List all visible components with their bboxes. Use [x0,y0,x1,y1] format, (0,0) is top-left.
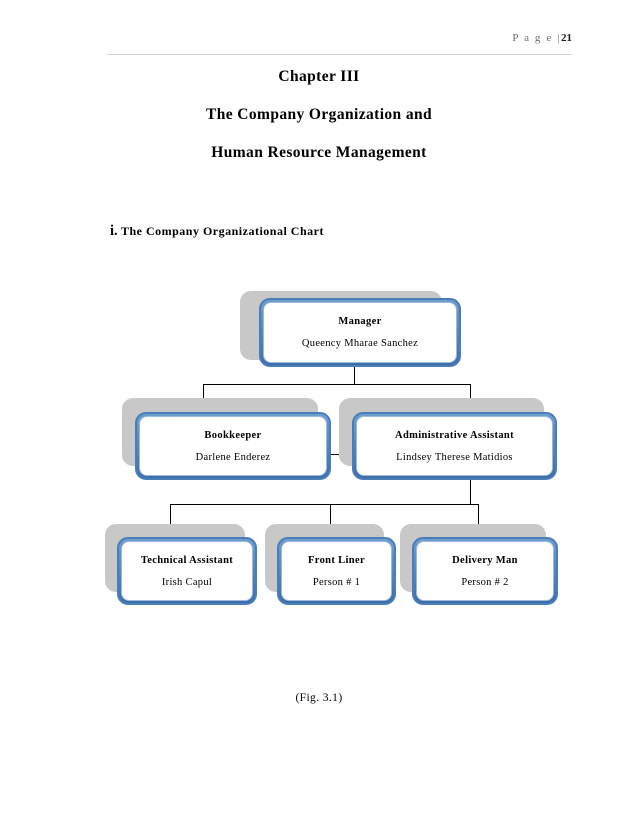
header-divider [107,54,572,55]
org-node-front-liner[interactable]: Front Liner Person # 1 [265,524,396,605]
connector-manager-stem [354,366,355,385]
node-box[interactable]: Bookkeeper Darlene Enderez [135,412,331,480]
org-node-delivery-man[interactable]: Delivery Man Person # 2 [400,524,558,605]
section-heading-text: The Company Organizational Chart [120,224,324,238]
node-inner: Front Liner Person # 1 [281,541,392,601]
node-person: Darlene Enderez [195,451,271,463]
connector-to-delivery-man [478,504,479,538]
chapter-title: Chapter III [278,68,360,85]
node-title: Technical Assistant [140,554,234,566]
section-heading: i. The Company Organizational Chart [110,223,324,240]
node-inner: Administrative Assistant Lindsey Therese… [356,416,553,476]
node-title: Delivery Man [452,554,518,566]
node-person: Lindsey Therese Matidios [396,451,513,463]
org-node-manager[interactable]: Manager Queency Mharae Sanchez [240,291,461,367]
node-inner: Technical Assistant Irish Capul [121,541,253,601]
node-box[interactable]: Manager Queency Mharae Sanchez [259,298,461,367]
org-node-administrative-assistant[interactable]: Administrative Assistant Lindsey Therese… [339,398,557,480]
node-box[interactable]: Administrative Assistant Lindsey Therese… [352,412,557,480]
node-person: Irish Capul [161,576,213,588]
node-title: Administrative Assistant [395,429,514,441]
node-title: Bookkeeper [204,429,262,441]
page-number-label: P a g e |21 [512,32,572,44]
document-title-line-2: Human Resource Management [211,144,427,161]
node-person: Person # 1 [312,576,361,588]
node-box[interactable]: Front Liner Person # 1 [277,537,396,605]
node-person: Queency Mharae Sanchez [301,338,419,349]
node-title: Manager [338,316,382,327]
node-box[interactable]: Technical Assistant Irish Capul [117,537,257,605]
connector-row2-bus [203,384,471,385]
connector-row3-bus [170,504,479,505]
page-word: P a g e | [512,32,561,44]
page-header: P a g e |21 [107,32,572,56]
org-node-bookkeeper[interactable]: Bookkeeper Darlene Enderez [122,398,331,480]
node-inner: Delivery Man Person # 2 [416,541,554,601]
node-box[interactable]: Delivery Man Person # 2 [412,537,558,605]
node-inner: Bookkeeper Darlene Enderez [139,416,327,476]
document-title-line-1: The Company Organization and [205,106,433,123]
node-person: Person # 2 [461,576,509,588]
connector-to-technical-assistant [170,504,171,538]
node-inner: Manager Queency Mharae Sanchez [263,302,457,363]
section-enumerator: i. [110,223,118,239]
connector-admin-stem [470,480,471,505]
org-node-technical-assistant[interactable]: Technical Assistant Irish Capul [105,524,257,605]
figure-caption: (Fig. 3.1) [295,692,343,704]
node-title: Front Liner [307,554,366,566]
connector-to-front-liner [330,504,331,538]
page-number: 21 [561,32,572,44]
